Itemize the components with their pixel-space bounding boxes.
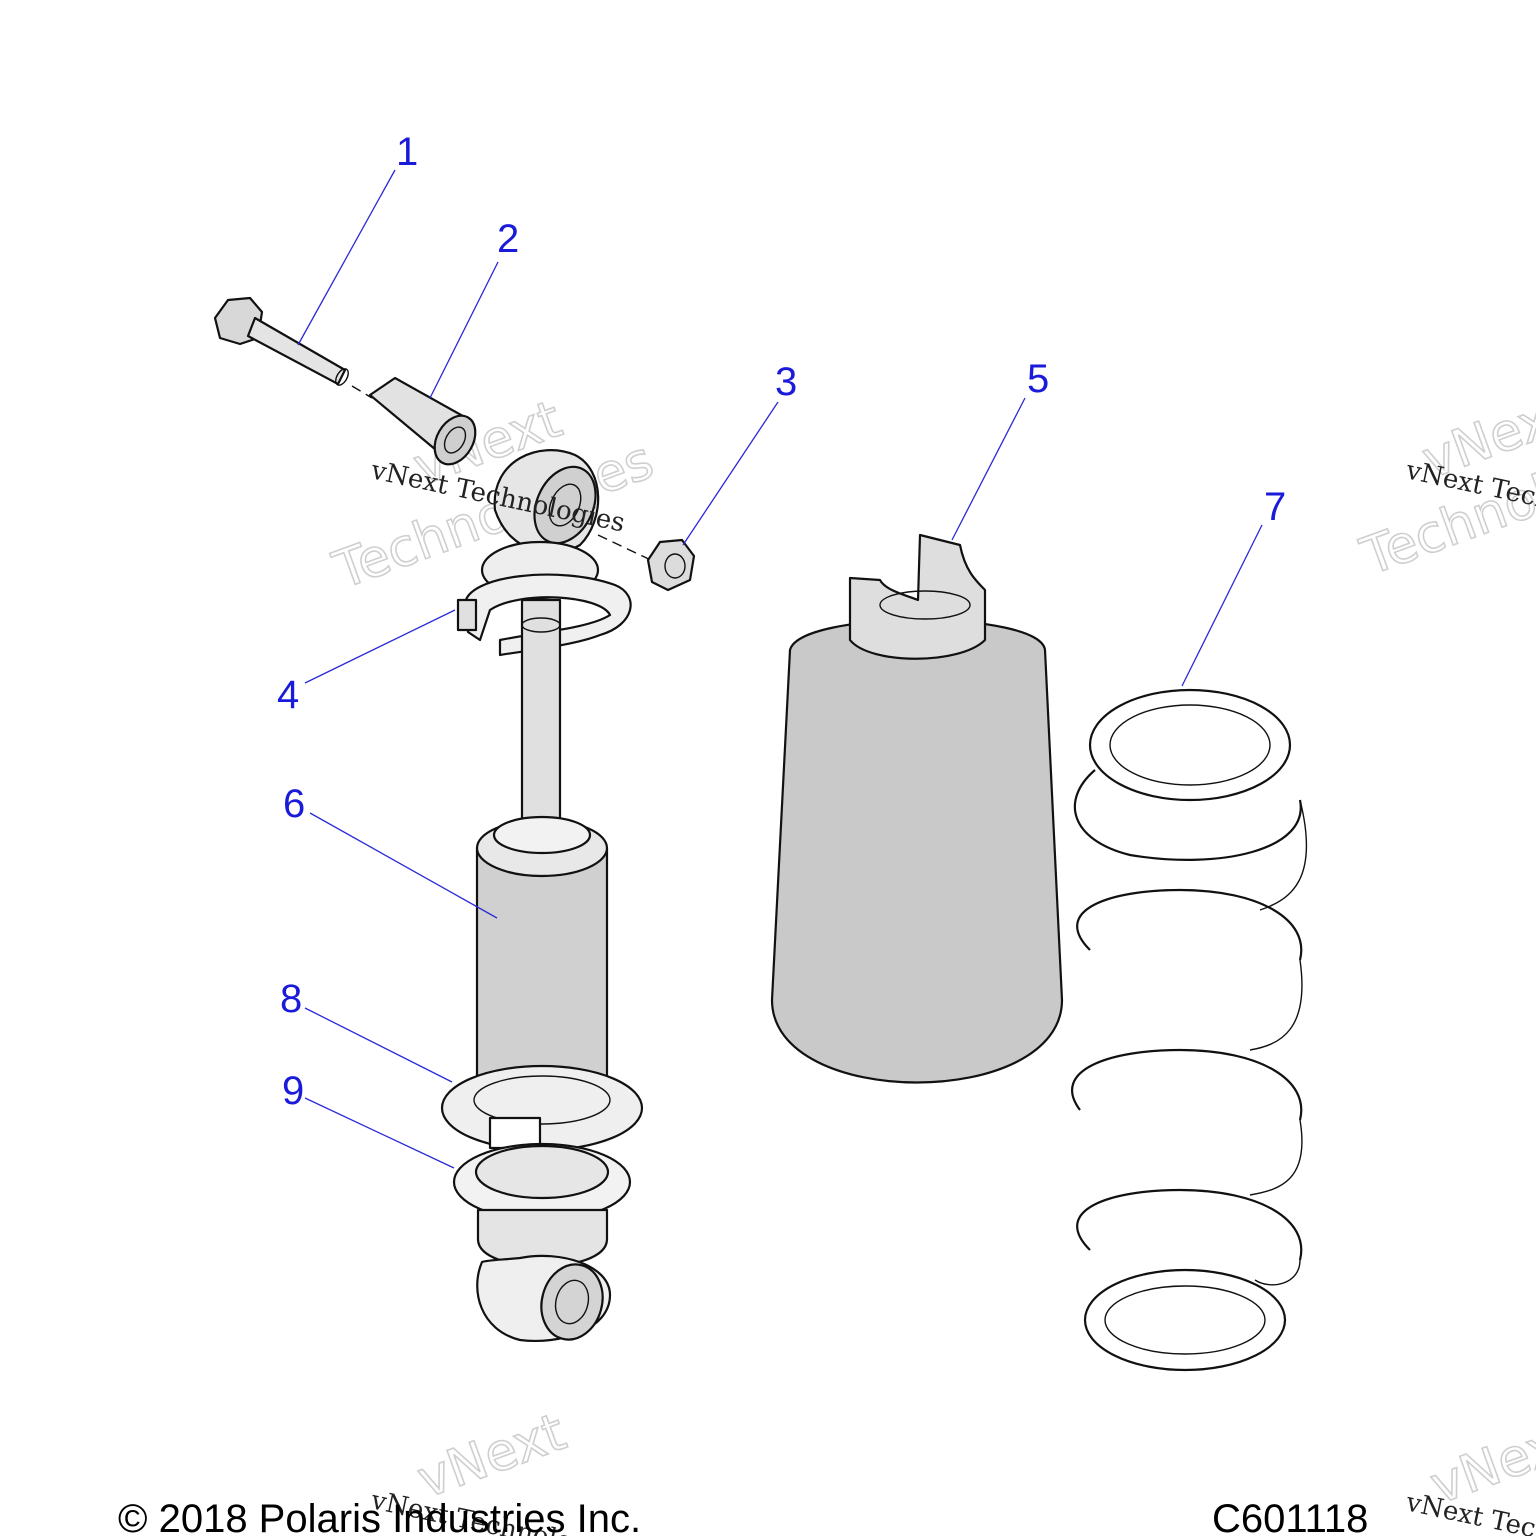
part-preload-ring — [452, 1142, 632, 1222]
copyright-text: © 2018 Polaris Industries Inc. — [118, 1497, 641, 1536]
callout-9: 9 — [282, 1069, 304, 1113]
part-boot — [770, 533, 1064, 1084]
callout-5: 5 — [1027, 357, 1049, 401]
part-nut — [646, 538, 696, 592]
part-shock-shaft — [520, 598, 562, 842]
callout-3: 3 — [775, 360, 797, 404]
watermark-brand-line1: vNext — [410, 1402, 573, 1510]
part-bolt — [213, 296, 349, 386]
part-lower-spring-seat — [440, 1064, 644, 1152]
part-coil-spring — [1071, 688, 1308, 1372]
callout-6: 6 — [283, 782, 305, 826]
part-retainer — [456, 540, 632, 657]
callout-7: 7 — [1264, 485, 1286, 529]
part-shock-lower-end — [476, 1208, 612, 1342]
leader-lines — [297, 169, 1263, 1169]
callouts: 1 2 3 4 5 6 7 8 9 — [277, 130, 1286, 1113]
part-sleeve — [368, 376, 477, 466]
watermark-bottom: vNext — [409, 1401, 574, 1511]
figure-code: C601118 — [1212, 1497, 1368, 1536]
part-shock-top-eyelet — [493, 449, 600, 554]
callout-1: 1 — [396, 130, 418, 174]
callout-2: 2 — [497, 217, 519, 261]
callout-4: 4 — [277, 673, 299, 717]
callout-8: 8 — [280, 977, 302, 1021]
